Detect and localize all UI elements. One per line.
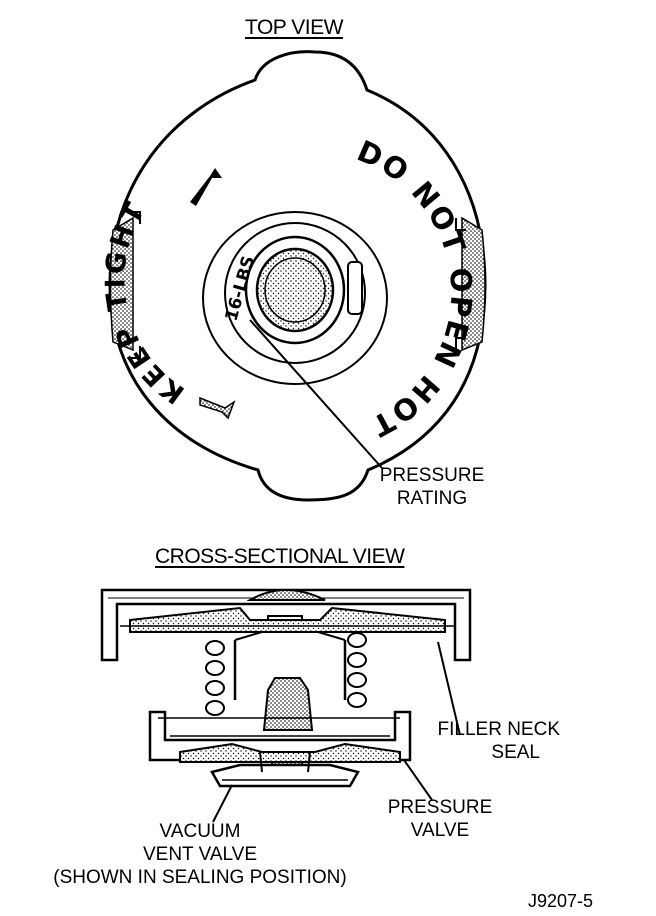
top-view-heading: TOP VIEW (245, 16, 343, 39)
pressure-valve-label: PRESSURE VALVE (387, 797, 493, 841)
cross-section-heading: CROSS-SECTIONAL VIEW (155, 545, 405, 568)
figure-id: J9207-5 (528, 891, 594, 911)
cap-cross-section (100, 588, 472, 823)
pressure-rating-leader (249, 319, 383, 469)
arrow-up-right-icon (190, 168, 222, 206)
vacuum-vent-valve-label: VACUUM VENT VALVE (SHOWN IN SEALING POSI… (53, 821, 347, 888)
cap-top-view: KEEP TIGHT DO NOT OPEN HOT 16-LBS (100, 50, 487, 502)
pressure-valve (179, 742, 401, 763)
vacuum-valve-leader (212, 784, 233, 823)
filler-neck-seal-label: FILLER NECK SEAL (437, 719, 560, 763)
cap-shell (100, 588, 472, 662)
spring-right (347, 632, 367, 708)
pressure-rating-label: PRESSURE RATING (379, 465, 485, 509)
cap-right-grip (461, 216, 486, 352)
filler-neck-leader (437, 641, 461, 736)
arrow-down-right-icon (199, 396, 236, 420)
vacuum-vent-valve (210, 763, 360, 788)
spring-left (205, 640, 225, 716)
pressure-valve-leader (403, 759, 433, 801)
cap-left-grip (109, 216, 134, 352)
